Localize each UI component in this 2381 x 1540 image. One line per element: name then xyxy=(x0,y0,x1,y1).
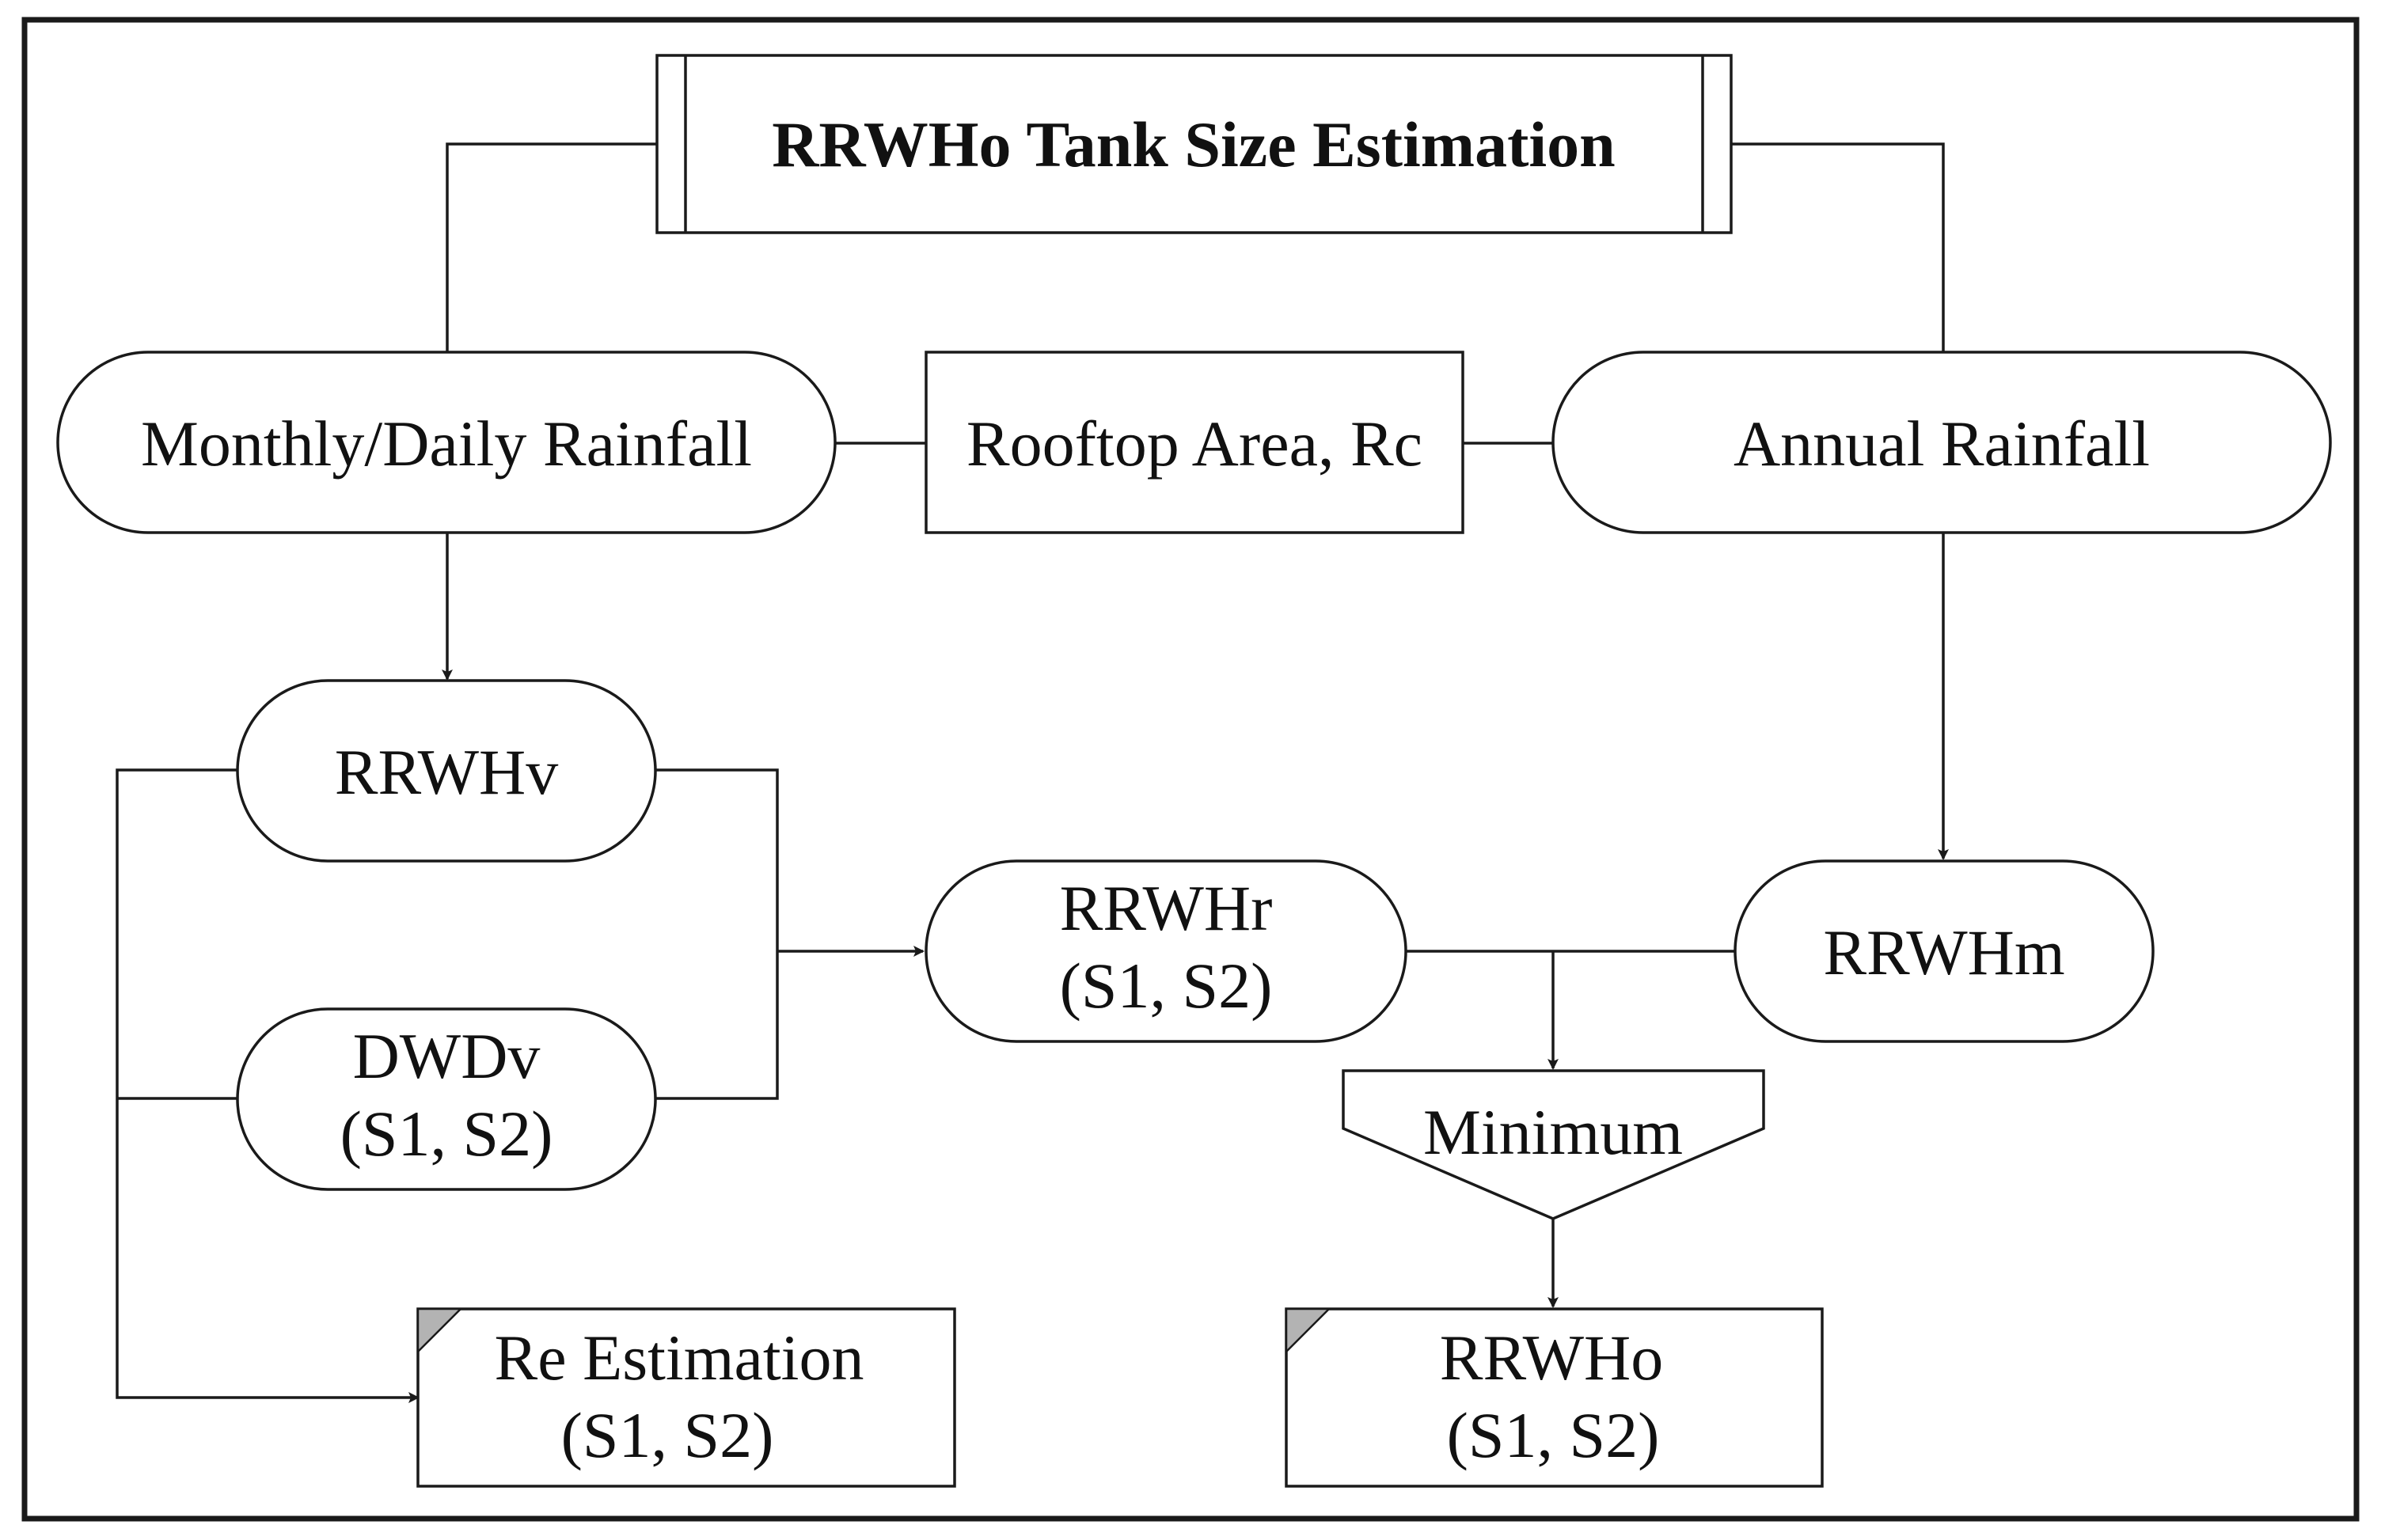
rooftop-area-label: Rooftop Area, Rc xyxy=(966,408,1422,480)
outer-frame xyxy=(21,17,2360,1522)
rrwhr-node: RRWHr (S1, S2) xyxy=(925,859,1407,1043)
dwdv-label-line1: DWDv xyxy=(353,1020,541,1092)
connectors xyxy=(116,142,1949,1403)
rrwhr-label-line1: RRWHr xyxy=(1060,872,1273,944)
minimum-label: Minimum xyxy=(1423,1096,1683,1168)
rrwhv-label: RRWHv xyxy=(335,736,558,808)
monthly-rainfall-label: Monthly/Daily Rainfall xyxy=(141,408,752,480)
re-estimation-label-line2: (S1, S2) xyxy=(561,1399,774,1471)
annual-rainfall-label: Annual Rainfall xyxy=(1734,408,2150,480)
connector-title-to-monthly xyxy=(446,142,657,352)
rrwho-node: RRWHo (S1, S2) xyxy=(1285,1307,1824,1488)
re-estimation-label-line1: Re Estimation xyxy=(495,1322,864,1394)
rrwhr-label-line2: (S1, S2) xyxy=(1060,950,1273,1022)
page-fold-icon xyxy=(1285,1307,1332,1355)
rrwhv-node: RRWHv xyxy=(236,679,657,863)
title-box: RRWHo Tank Size Estimation xyxy=(655,54,1733,234)
monthly-rainfall-node: Monthly/Daily Rainfall xyxy=(56,351,837,534)
dwdv-label-line2: (S1, S2) xyxy=(340,1098,553,1170)
minimum-node: Minimum xyxy=(1342,1069,1765,1220)
re-estimation-node: Re Estimation (S1, S2) xyxy=(416,1307,956,1488)
rrwhm-node: RRWHm xyxy=(1734,859,2155,1043)
rrwho-label-line2: (S1, S2) xyxy=(1447,1399,1660,1471)
rooftop-area-node: Rooftop Area, Rc xyxy=(925,351,1464,534)
annual-rainfall-node: Annual Rainfall xyxy=(1551,351,2332,534)
dwdv-node: DWDv (S1, S2) xyxy=(236,1007,657,1191)
arrow-to-re-estimation xyxy=(116,768,420,1403)
diagram-title: RRWHo Tank Size Estimation xyxy=(772,108,1616,180)
connector-title-to-annual xyxy=(1731,142,1945,352)
rrwhm-label: RRWHm xyxy=(1823,916,2064,988)
page-fold-icon xyxy=(416,1307,464,1355)
rrwho-label-line1: RRWHo xyxy=(1440,1322,1663,1394)
connector-rrwhv-dwdv-right xyxy=(655,768,779,1100)
